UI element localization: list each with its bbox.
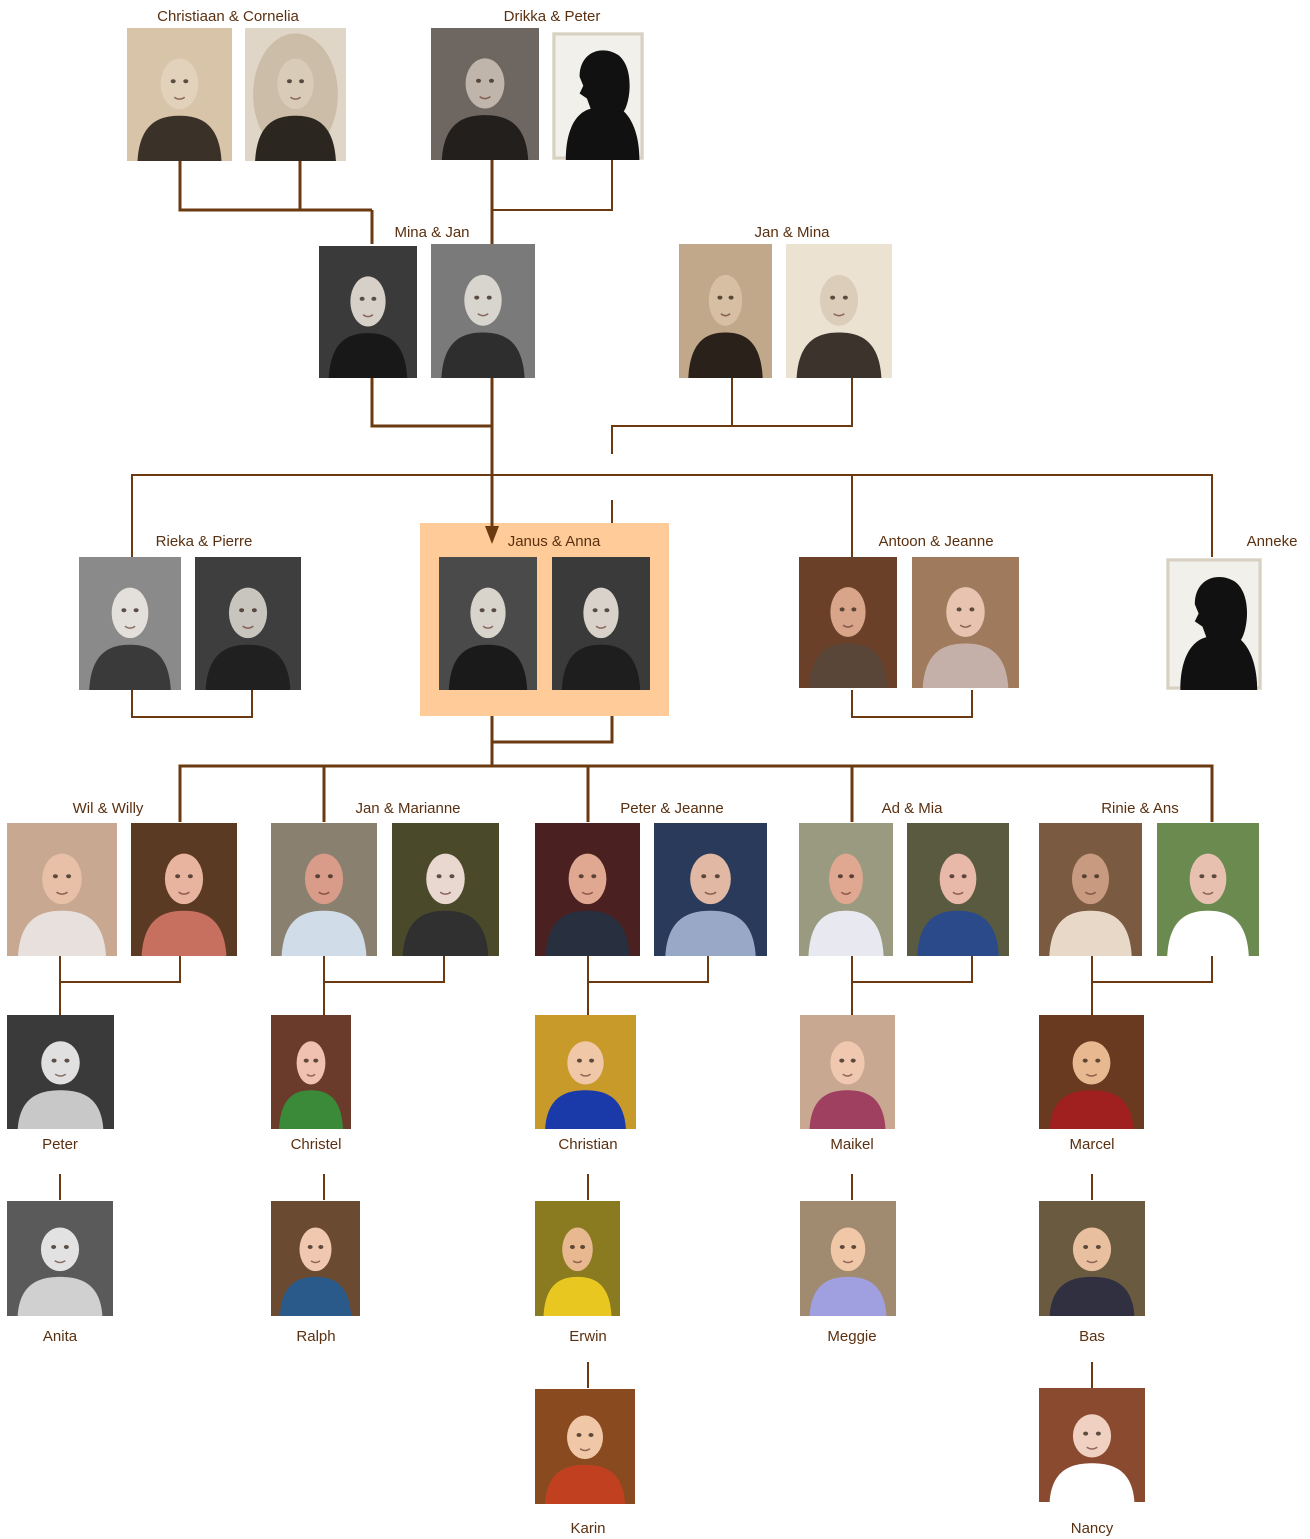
photo-peter-silhouette [552,32,644,160]
label-maikel: Maikel [830,1136,874,1153]
connector-jan-marianne [323,956,445,983]
photo-marianne [392,823,499,956]
label-mina-jan: Mina & Jan [394,224,470,241]
label-ad-mia: Ad & Mia [881,800,943,817]
photo-peter-child [7,1015,114,1129]
label-peter: Peter [42,1136,78,1153]
label-jan-mina: Jan & Mina [754,224,830,241]
label-anneke: Anneke [1246,533,1298,550]
photo-ans [1157,823,1259,956]
label-erwin: Erwin [569,1328,607,1345]
photo-jan-m [271,823,377,956]
photo-anita [7,1201,113,1316]
connector-antoon-jeanne [851,690,973,718]
photo-christiaan [127,28,232,161]
label-drikka-peter: Drikka & Peter [503,8,601,25]
photo-rinie [1039,823,1142,956]
photo-marcel [1039,1015,1144,1129]
photo-cornelia [245,28,346,161]
photo-christian [535,1015,636,1129]
photo-jan-senior [431,244,535,378]
label-bas: Bas [1079,1328,1105,1345]
photo-jan-priest [679,244,772,378]
connector-children-bar [178,764,1214,822]
connector-drikka-peter [492,160,613,211]
photo-mina-senior [786,244,892,378]
label-karin: Karin [570,1520,606,1537]
label-rieka-pierre: Rieka & Pierre [155,533,253,550]
arrow-head [485,526,499,544]
connector-siblings-bar [131,474,1213,557]
label-rinie-ans: Rinie & Ans [1101,800,1179,817]
connector-ad-mia [851,956,973,983]
connector-rinie-ans [1091,956,1213,983]
connector-janus-anna [490,716,614,744]
photo-drikka [431,28,539,160]
connector-mina-jan [370,378,492,428]
label-christiaan-cornelia: Christiaan & Cornelia [157,8,299,25]
label-jan-marianne: Jan & Marianne [355,800,461,817]
photo-erwin [535,1201,620,1316]
connector-wil-willy [59,956,181,983]
label-ralph: Ralph [296,1328,336,1345]
connector-rieka-pierre [131,690,253,718]
photo-christel [271,1015,351,1129]
photo-antoon [799,557,897,688]
photo-willy [131,823,237,956]
photo-jeanne-m [654,823,767,956]
label-christian: Christian [558,1136,618,1153]
photo-meggie [800,1201,896,1316]
label-antoon-jeanne: Antoon & Jeanne [878,533,994,550]
photo-mina [319,246,417,378]
label-christel: Christel [290,1136,342,1153]
photo-peter-m [535,823,640,956]
photo-janus [439,557,537,690]
label-anita: Anita [42,1328,78,1345]
label-marcel: Marcel [1069,1136,1115,1153]
label-nancy: Nancy [1070,1520,1114,1537]
photo-wil [7,823,117,956]
photo-anna [552,557,650,690]
photo-rieka [79,557,181,690]
photo-ad [799,823,893,956]
label-peter-jeanne: Peter & Jeanne [620,800,724,817]
photo-jeanne-senior [912,557,1019,688]
photo-mia [907,823,1009,956]
photo-bas [1039,1201,1145,1316]
label-meggie: Meggie [827,1328,877,1345]
label-wil-willy: Wil & Willy [72,800,144,817]
connector-peter-jeanne [587,956,709,983]
label-janus-anna: Janus & Anna [507,533,601,550]
photo-karin [535,1389,635,1504]
connector-christiaan-cornelia [178,160,372,212]
photo-anneke-silhouette [1166,558,1262,690]
photo-pierre [195,557,301,690]
photo-maikel [800,1015,895,1129]
connector-jan-mina [731,378,853,427]
photo-nancy [1039,1388,1145,1502]
photo-ralph [271,1201,360,1316]
